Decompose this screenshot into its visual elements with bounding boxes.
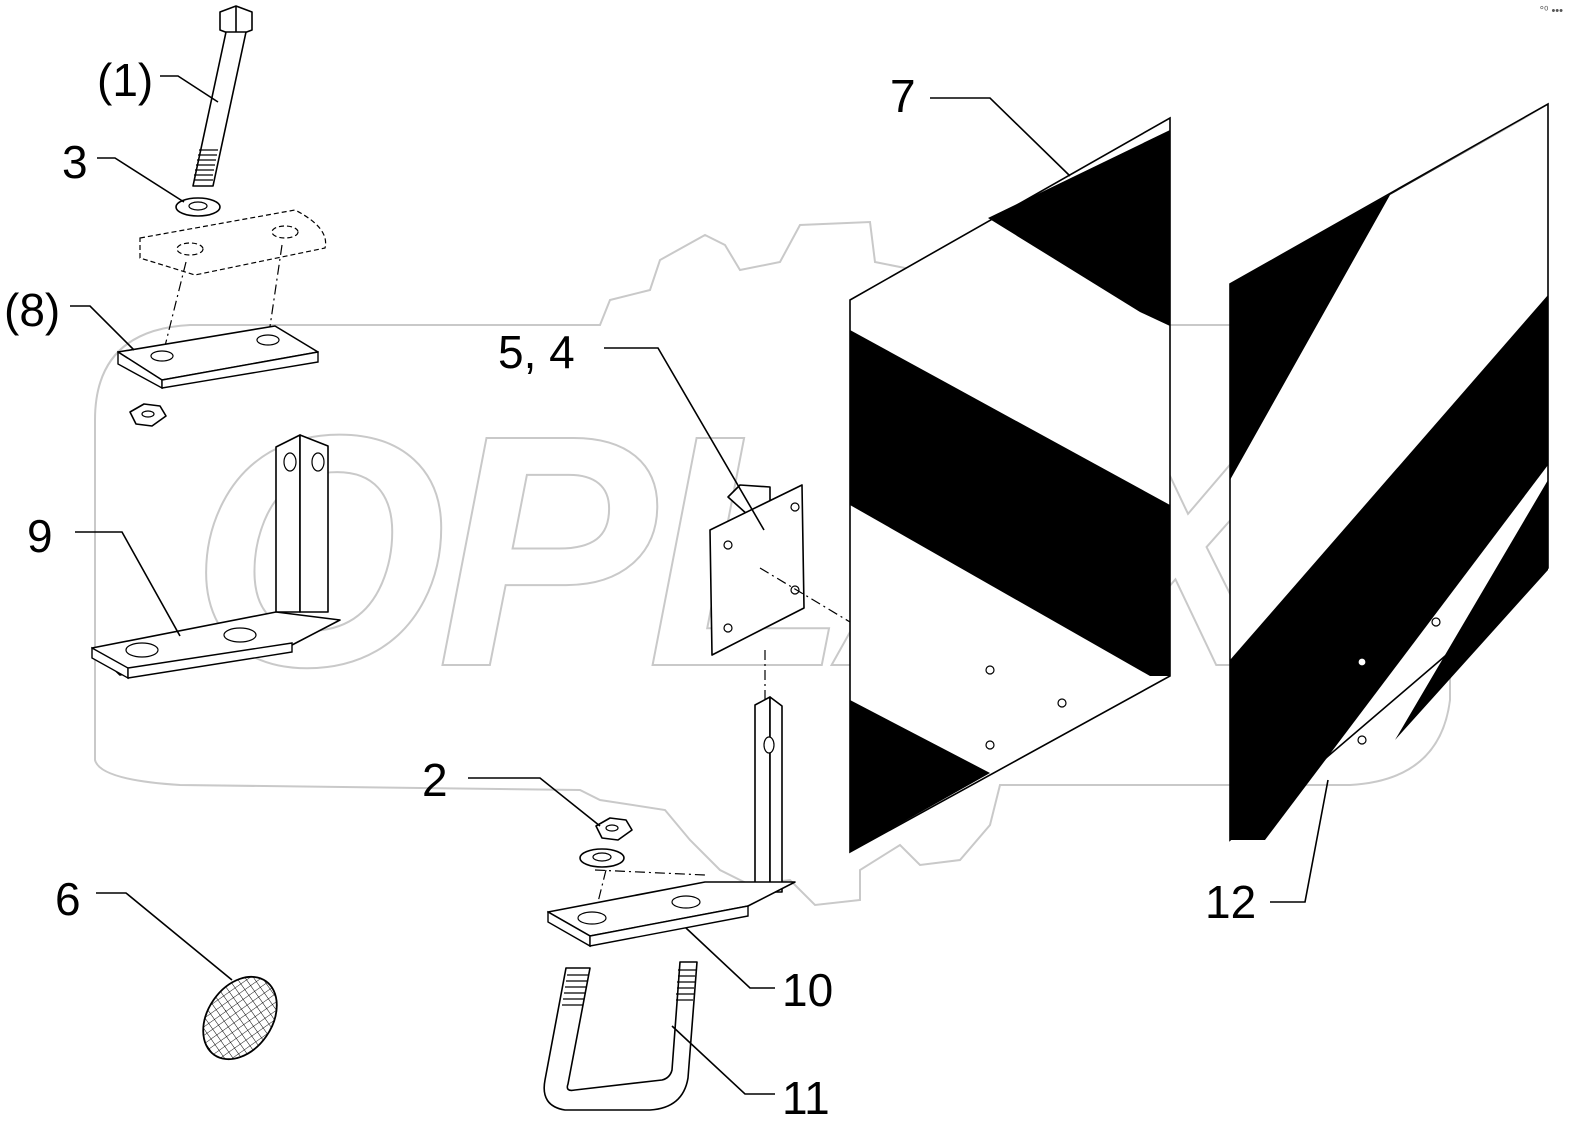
callout-3: 3: [62, 136, 88, 188]
callout-7: 7: [890, 70, 916, 122]
callout-9: 9: [27, 510, 53, 562]
nut-part-small: [129, 403, 167, 427]
bracket-part-left: [91, 434, 341, 680]
bracket-part-right: [547, 696, 796, 948]
bolt-part: [192, 5, 253, 187]
callout-12: 12: [1205, 876, 1256, 928]
nut-part: [579, 817, 633, 911]
callout-labels: (1) 3 (8) 9 5, 4 7 2 6 10 11 12: [4, 54, 1256, 1124]
callout-11: 11: [782, 1072, 830, 1124]
callout-5-4: 5, 4: [498, 326, 575, 378]
warning-panel-right: [1229, 102, 1549, 842]
mount-plate-part: [709, 484, 851, 700]
plate-part: [117, 325, 319, 390]
leader-lines: [70, 75, 1329, 1095]
callout-10: 10: [782, 964, 833, 1016]
corner-mark: °⁰ •••: [1539, 5, 1563, 17]
u-bolt-part: [543, 961, 698, 1111]
reflector-part: [202, 975, 278, 1061]
callout-1: (1): [97, 54, 153, 106]
callout-6: 6: [55, 873, 81, 925]
callout-2: 2: [422, 754, 448, 806]
washer-part-top: [175, 197, 221, 217]
ghost-plate: [139, 209, 327, 351]
callout-8: (8): [4, 284, 60, 336]
warning-panel-left: [849, 116, 1171, 854]
